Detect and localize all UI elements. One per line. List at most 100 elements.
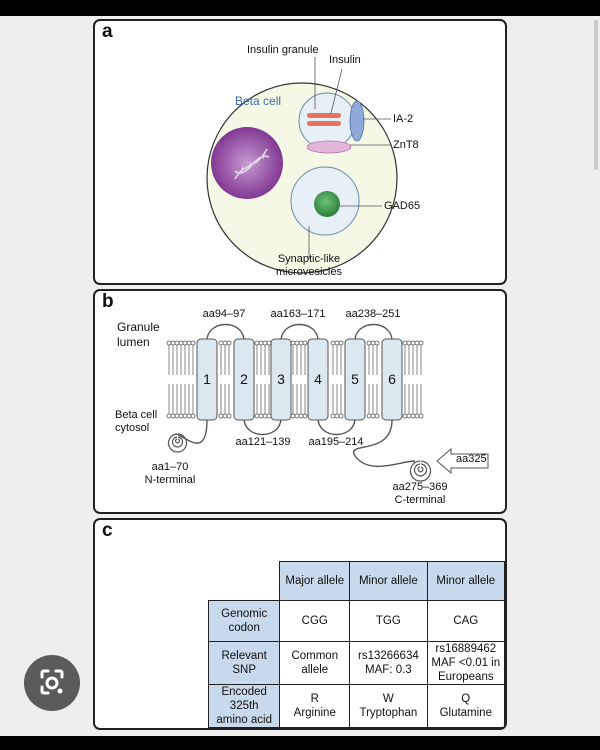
c-term-line2: C-terminal (394, 494, 446, 506)
lipid-head (290, 340, 296, 346)
bottom-navigation-bar (0, 736, 600, 750)
ia2-protein (349, 100, 365, 142)
table-cell: rs16889462 MAF <0.01 in Europeans (426, 641, 506, 685)
lipid-head (334, 413, 340, 419)
lipid-head (218, 413, 224, 419)
cell-line: Tryptophan (359, 707, 418, 719)
panel-a: a (93, 19, 507, 285)
table-row: Relevant SNP Common allele rs13266634 MA… (207, 641, 506, 685)
n-terminal-tail (176, 419, 208, 444)
lipid-head (298, 340, 304, 346)
cell-line: R (310, 693, 319, 705)
transmembrane-helix-5 (344, 338, 366, 421)
lipid-head (262, 340, 268, 346)
lipid-head (302, 340, 308, 346)
lipid-head (330, 340, 336, 346)
table-cell: CGG (279, 600, 351, 642)
znt8-label: ZnT8 (393, 139, 419, 151)
lipid-head (258, 413, 264, 419)
helix-number-2: 2 (240, 371, 248, 387)
cell-line: Q (461, 693, 471, 705)
scrollbar[interactable] (594, 20, 598, 170)
synaptic-label-line1: Synaptic-like (277, 253, 341, 265)
lipid-head (226, 340, 232, 346)
lipid-head (290, 413, 296, 419)
top-status-bar (0, 0, 600, 16)
lipid-head (166, 413, 172, 419)
panel-b: b Granule lumen Beta cell cytosol aa94–9… (93, 289, 507, 514)
lipid-head (182, 340, 188, 346)
helix-number-4: 4 (314, 371, 322, 387)
panel-b-label: b (102, 291, 114, 312)
cell-line: Arginine (293, 707, 336, 719)
row-header-line: codon (228, 622, 260, 634)
row-header-line: SNP (232, 664, 257, 676)
nucleus (211, 127, 283, 199)
lipid-head (298, 413, 304, 419)
dna-rungs (240, 151, 266, 174)
helix-number-6: 6 (388, 371, 396, 387)
lipid-head (266, 340, 272, 346)
lipid-head (190, 413, 196, 419)
cell-line: CAG (453, 615, 479, 627)
google-lens-button[interactable] (24, 655, 80, 711)
lipid-head (190, 340, 196, 346)
synaptic-label-line2: microvesicles (275, 266, 342, 278)
ia2-label: IA-2 (393, 113, 414, 125)
column-header: Minor allele (349, 561, 428, 601)
lipid-head (254, 340, 260, 346)
panel-c: c Major allele Minor allele Minor allele… (93, 518, 507, 730)
n-term-line1: aa1–70 (151, 461, 189, 473)
membrane-topology-diagram (166, 324, 489, 482)
lipid-head (266, 413, 272, 419)
loop-label-bottom-1: aa121–139 (235, 436, 291, 448)
row-header: Encoded 325th amino acid (207, 684, 281, 728)
lipid-head (366, 340, 372, 346)
lipid-head (294, 413, 300, 419)
granule-lumen-label: Granule lumen (117, 320, 160, 350)
insulin-label: Insulin (329, 54, 361, 66)
lipid-head (170, 340, 176, 346)
c-terminal-coil (409, 460, 432, 482)
cell-line: Glutamine (439, 707, 492, 719)
row-header-line: Genomic (221, 608, 268, 620)
cell-line: W (382, 693, 394, 705)
lipid-head (254, 413, 260, 419)
table-row: Genomic codon CGG TGG CAG (207, 600, 506, 642)
transmembrane-helix-3 (270, 338, 292, 421)
loop-aa121-139 (243, 417, 282, 435)
table-corner (208, 561, 280, 601)
lipid-head (338, 413, 344, 419)
column-header: Major allele (279, 561, 351, 601)
row-header: Genomic codon (207, 600, 281, 642)
row-header-line: amino acid (216, 714, 272, 726)
lipid-head (222, 413, 228, 419)
helix-number-5: 5 (351, 371, 359, 387)
lipid-head (186, 413, 192, 419)
cell-line: MAF <0.01 in (431, 657, 501, 669)
synaptic-vesicle-label: Synaptic-like microvesicles (259, 253, 359, 279)
cell-line: Common allele (291, 650, 339, 676)
n-term-line2: N-terminal (144, 474, 196, 486)
lipid-head (330, 413, 336, 419)
cytosol-label: Beta cell cytosol (115, 409, 157, 435)
aa325-arrow (436, 447, 489, 475)
cell-line: CGG (301, 615, 328, 627)
lipid-head (218, 340, 224, 346)
lipid-head (374, 413, 380, 419)
c-terminal-label: aa275–369 C-terminal (380, 481, 460, 507)
row-header-line: Encoded 325th (221, 686, 267, 712)
lipid-head (410, 413, 416, 419)
google-lens-icon (40, 669, 64, 695)
helix-number-3: 3 (277, 371, 285, 387)
n-terminal-label: aa1–70 N-terminal (135, 461, 205, 487)
lipid-head (374, 340, 380, 346)
lipid-head (410, 340, 416, 346)
loop-aa94-97 (206, 324, 245, 342)
lipid-head (370, 413, 376, 419)
loop-label-top-3: aa238–251 (345, 308, 401, 320)
lipid-head (406, 340, 412, 346)
lipid-head (174, 413, 180, 419)
lipid-head (402, 413, 408, 419)
loop-label-bottom-2: aa195–214 (308, 436, 364, 448)
